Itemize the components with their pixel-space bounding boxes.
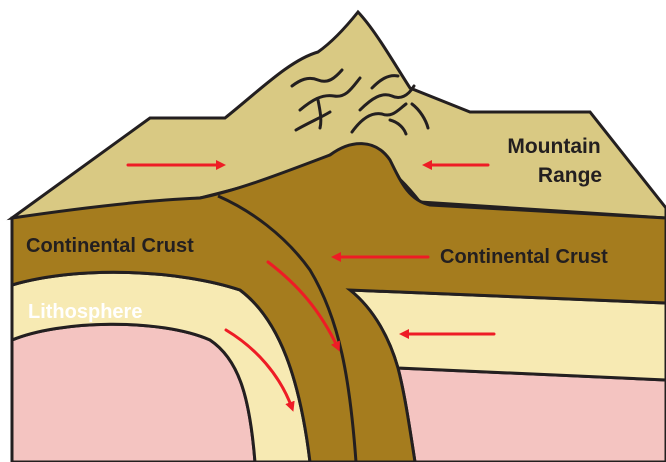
mountain-range-label-line1: Mountain [507, 135, 600, 158]
mantle-right [398, 368, 666, 462]
continental-crust-label-right: Continental Crust [440, 246, 608, 268]
continental-crust-label-left: Continental Crust [26, 235, 194, 257]
mountain-range-label-line2: Range [538, 164, 602, 187]
lithosphere-label: Lithosphere [28, 301, 142, 323]
